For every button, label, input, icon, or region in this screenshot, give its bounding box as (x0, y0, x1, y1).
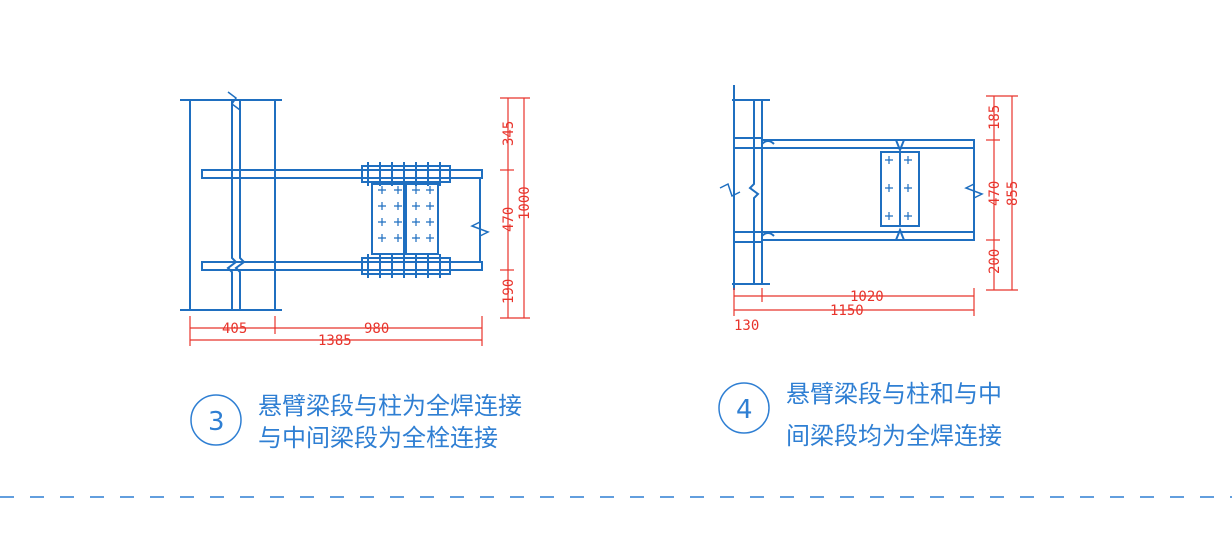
diagram-number-circle-4 (718, 382, 770, 434)
dim-1150: 1150 (830, 303, 864, 319)
dim-1020: 1020 (850, 289, 884, 305)
dimension-lines-3 (189, 97, 530, 346)
beam-3 (201, 169, 490, 271)
dim-470-b: 470 (987, 181, 1003, 206)
dim-470: 470 (501, 207, 517, 232)
dim-1385: 1385 (318, 333, 352, 349)
dim-200: 200 (987, 249, 1003, 274)
dim-1000: 1000 (517, 186, 533, 220)
diagram-number-3: 3 (208, 407, 225, 437)
welded-splice-4 (880, 151, 920, 227)
diagram-number-4: 4 (736, 395, 753, 425)
dim-130: 130 (734, 318, 759, 334)
diagram-3: 405 980 1385 345 470 190 1000 3 悬臂梁段与柱为全… (180, 91, 533, 452)
column-4 (719, 85, 770, 290)
dim-405: 405 (222, 321, 247, 337)
dim-190: 190 (501, 279, 517, 304)
dim-345: 345 (501, 121, 517, 146)
dim-855: 855 (1005, 181, 1021, 206)
diagram-number-circle-3 (190, 394, 242, 446)
column-3 (180, 91, 282, 311)
dimension-lines-4 (733, 95, 1018, 316)
beam-4 (761, 139, 984, 241)
caption-4-line-2: 间梁段均为全焊连接 (786, 422, 1002, 450)
dim-980: 980 (364, 321, 389, 337)
caption-3-line-2: 与中间梁段为全栓连接 (258, 424, 498, 452)
diagram-4: 1020 1150 130 185 470 200 855 4 悬臂梁段与柱和与… (718, 85, 1021, 450)
bolted-splice-3 (361, 162, 451, 278)
dim-185: 185 (987, 105, 1003, 130)
caption-4-line-1: 悬臂梁段与柱和与中 (786, 380, 1002, 408)
caption-3-line-1: 悬臂梁段与柱为全焊连接 (258, 392, 522, 420)
